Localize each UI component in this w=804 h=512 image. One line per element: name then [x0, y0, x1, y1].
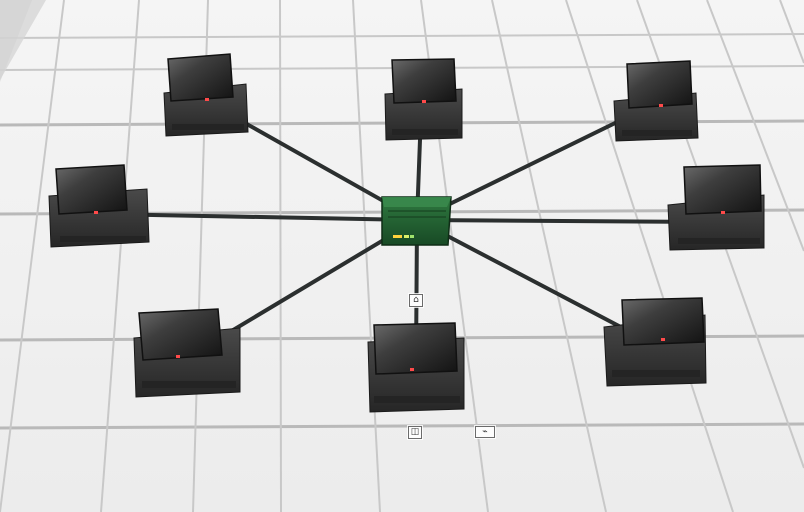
computer-node-top-left [163, 53, 249, 137]
computer-node-middle-right [667, 164, 765, 251]
speech-bubble-icon[interactable]: ⌁ [475, 426, 495, 438]
computer-node-bottom-left [133, 308, 241, 398]
computer-node-top-right [613, 60, 699, 142]
computer-node-bottom-center [367, 322, 465, 413]
camera-icon[interactable]: ◫ [408, 426, 422, 439]
computer-node-bottom-right [603, 297, 707, 387]
computer-node-middle-left [48, 164, 150, 248]
home-icon[interactable]: ⌂ [409, 294, 423, 307]
computer-node-top-center [384, 58, 463, 141]
network-switch [381, 196, 452, 246]
